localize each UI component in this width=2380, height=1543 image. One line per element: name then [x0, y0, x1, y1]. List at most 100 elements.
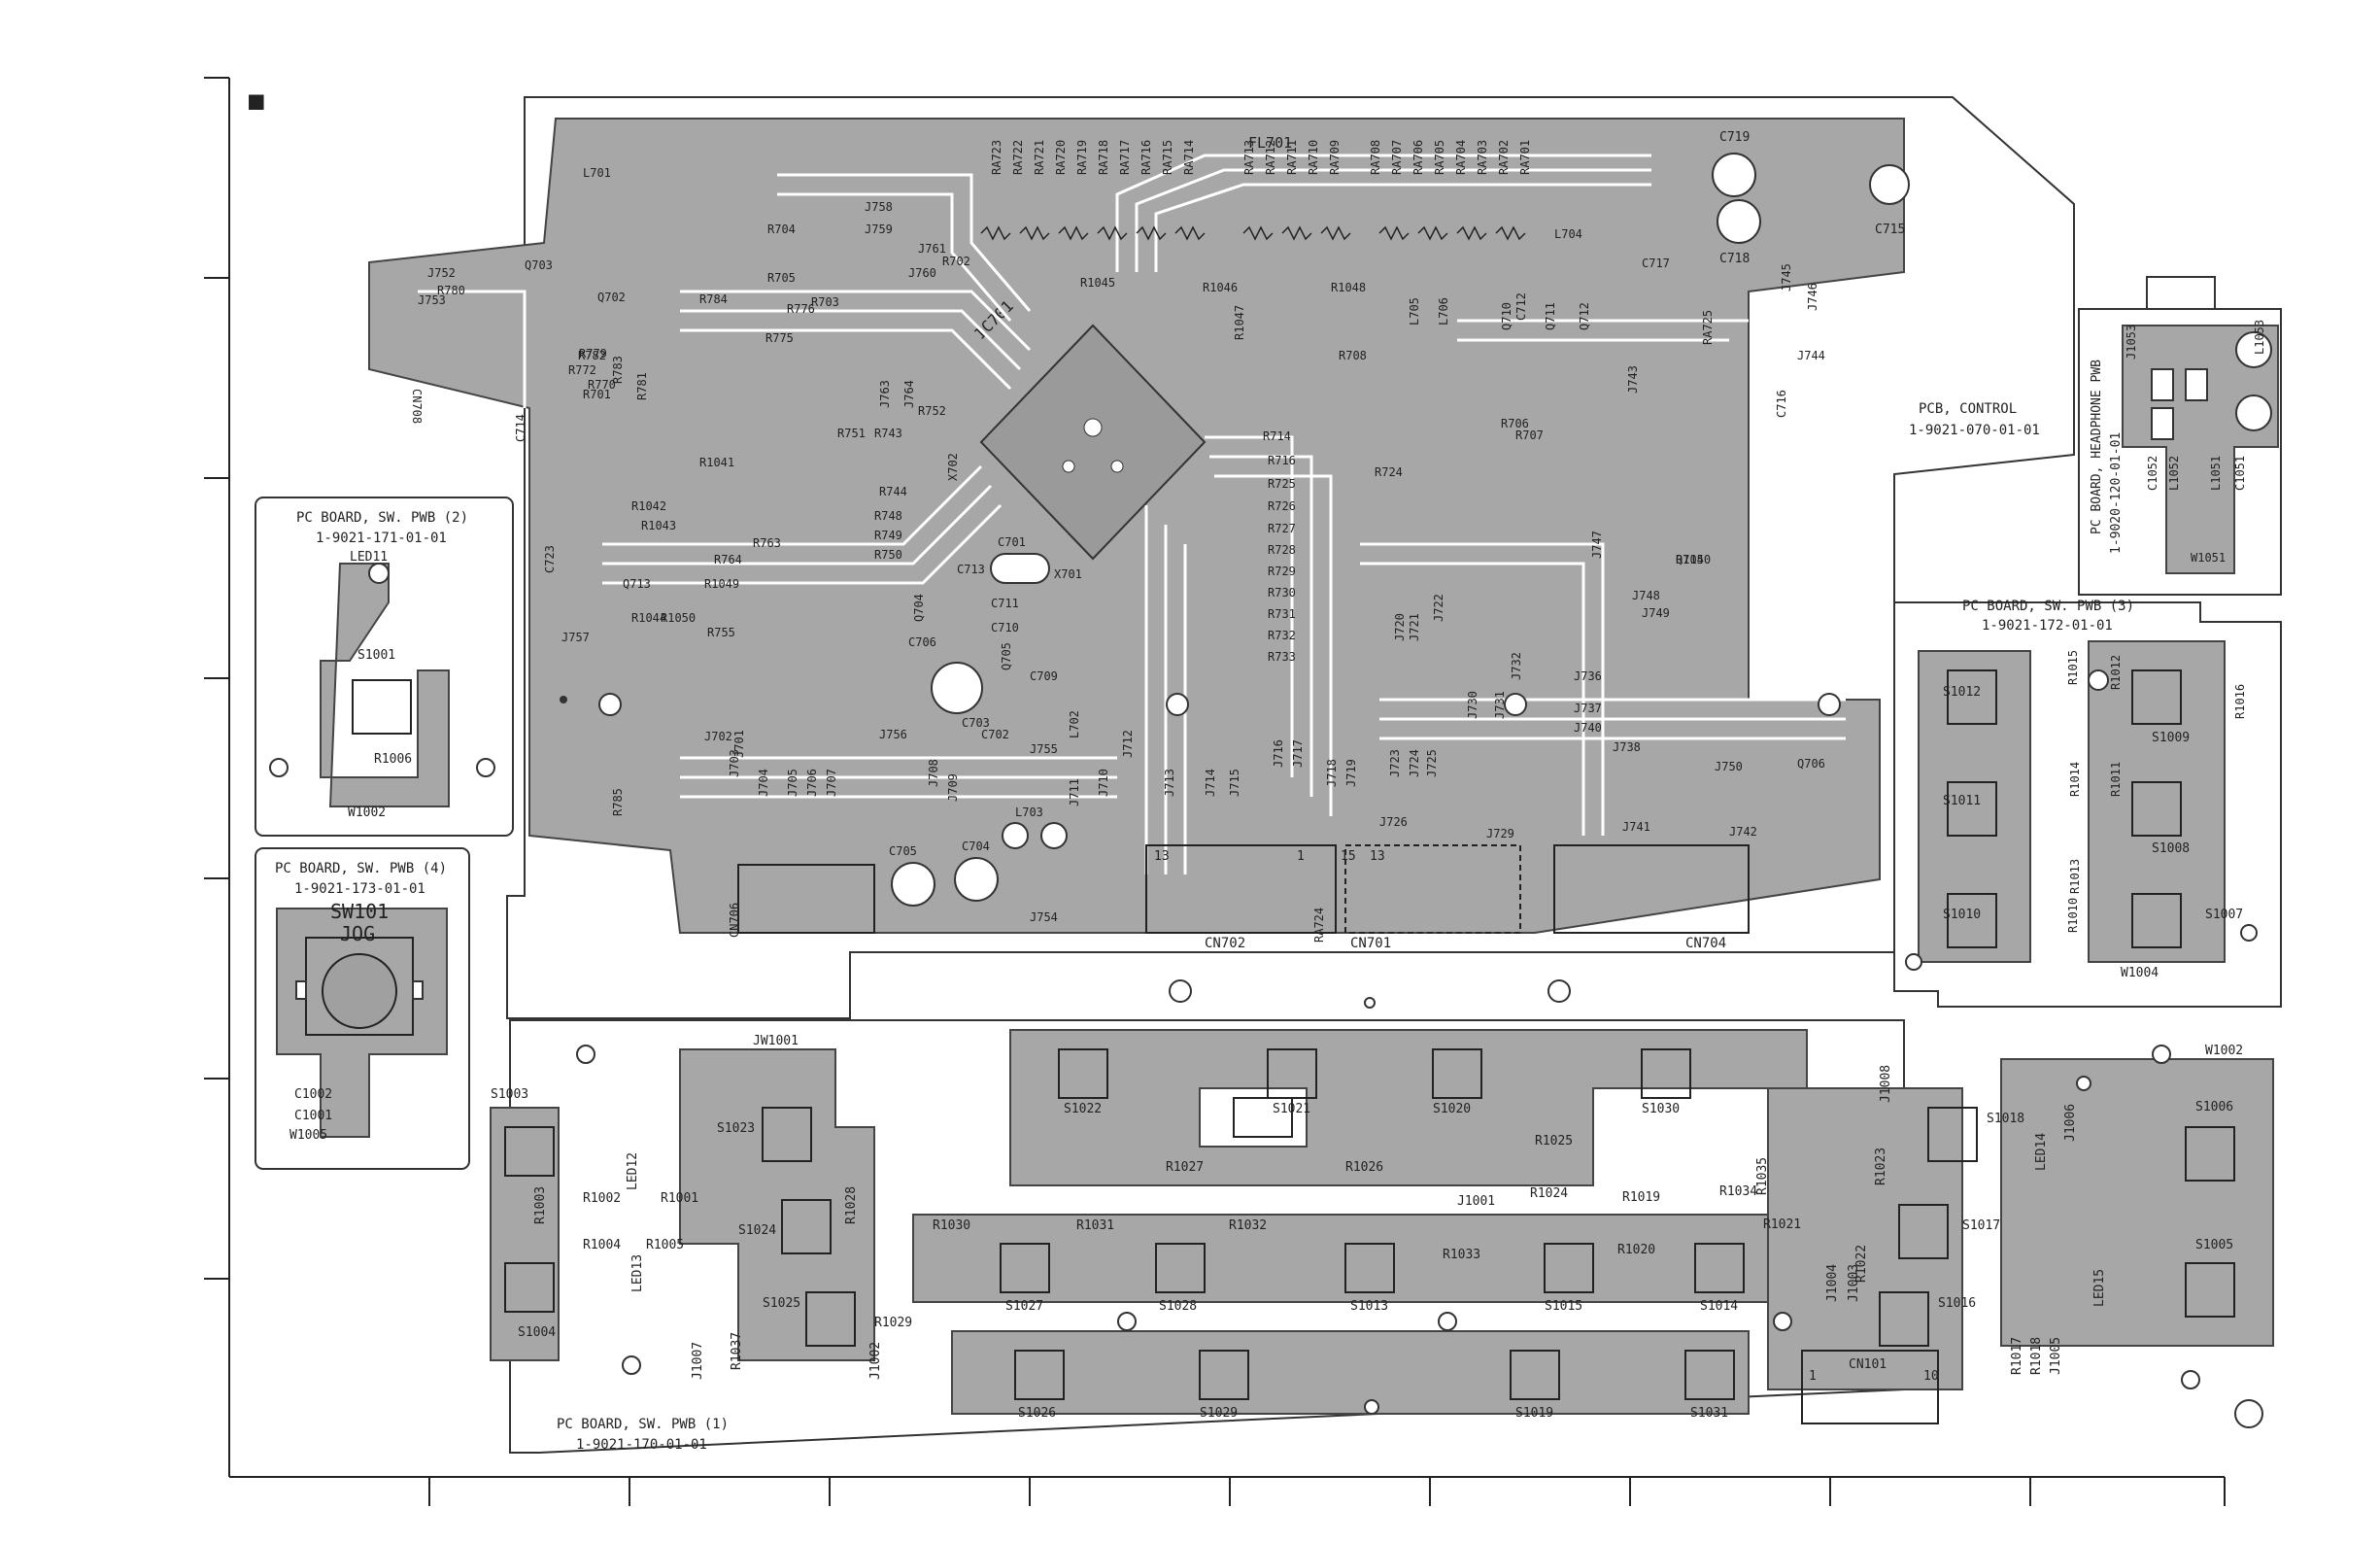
- svg-text:R1014: R1014: [2068, 762, 2082, 797]
- svg-text:R1019: R1019: [1622, 1190, 1660, 1205]
- svg-text:LED12: LED12: [626, 1152, 640, 1190]
- svg-text:RA704: RA704: [1454, 140, 1468, 175]
- svg-text:J708: J708: [927, 759, 940, 787]
- svg-text:RA712: RA712: [1264, 140, 1277, 175]
- svg-text:R1043: R1043: [641, 519, 676, 532]
- svg-text:R779: R779: [579, 347, 607, 360]
- svg-text:J747: J747: [1590, 531, 1604, 559]
- svg-text:J746: J746: [1806, 283, 1819, 311]
- svg-text:J709: J709: [946, 773, 960, 802]
- svg-text:J716: J716: [1272, 739, 1285, 768]
- svg-text:J1007: J1007: [691, 1342, 705, 1380]
- svg-text:S1020: S1020: [1433, 1102, 1471, 1116]
- svg-text:Q704: Q704: [912, 594, 926, 622]
- svg-text:C715: C715: [1875, 223, 1905, 237]
- svg-text:J748: J748: [1632, 589, 1660, 602]
- svg-text:RA716: RA716: [1139, 140, 1153, 175]
- svg-text:C712: C712: [1514, 292, 1528, 321]
- svg-text:R1023: R1023: [1874, 1148, 1888, 1185]
- svg-text:RA718: RA718: [1097, 140, 1110, 175]
- svg-text:LED14: LED14: [2034, 1133, 2049, 1171]
- svg-text:W1004: W1004: [2121, 966, 2159, 980]
- svg-text:J731: J731: [1493, 691, 1507, 719]
- svg-text:R727: R727: [1268, 522, 1296, 535]
- svg-text:S1028: S1028: [1159, 1299, 1197, 1314]
- svg-text:Q711: Q711: [1544, 302, 1557, 330]
- svg-text:C703: C703: [962, 716, 990, 730]
- svg-text:R752: R752: [918, 404, 946, 418]
- svg-text:R1041: R1041: [699, 456, 734, 469]
- hp-board-part: 1-9020-120-01-01: [2109, 432, 2124, 554]
- svg-text:R750: R750: [874, 548, 902, 562]
- svg-text:J737: J737: [1574, 702, 1602, 715]
- sw4-board: PC BOARD, SW. PWB (4) 1-9021-173-01-01 S…: [255, 847, 470, 1170]
- svg-text:R781: R781: [635, 372, 649, 400]
- svg-text:C718: C718: [1719, 252, 1750, 266]
- svg-text:J752: J752: [427, 266, 456, 280]
- svg-text:R1013: R1013: [2068, 859, 2082, 894]
- ra-resistor-row: [980, 225, 1526, 241]
- svg-text:RA714: RA714: [1182, 140, 1196, 175]
- sw3-board: PC BOARD, SW. PWB (3) 1-9021-172-01-01 S…: [1893, 599, 2282, 1008]
- svg-text:Q710: Q710: [1500, 302, 1513, 330]
- svg-text:J738: J738: [1613, 740, 1641, 754]
- svg-text:S1016: S1016: [1938, 1296, 1976, 1311]
- svg-text:J1006: J1006: [2063, 1104, 2078, 1142]
- cn702-label: CN702: [1205, 936, 1245, 951]
- svg-text:J1008: J1008: [1879, 1065, 1893, 1103]
- svg-text:R1050: R1050: [661, 611, 696, 625]
- svg-text:RA713: RA713: [1242, 140, 1256, 175]
- svg-text:J705: J705: [786, 769, 799, 797]
- svg-text:R730: R730: [1268, 586, 1296, 600]
- svg-text:1: 1: [1809, 1369, 1817, 1384]
- svg-text:Q702: Q702: [597, 291, 626, 304]
- svg-text:R749: R749: [874, 529, 902, 542]
- svg-text:R707: R707: [1515, 429, 1544, 442]
- cn101-label: CN101: [1849, 1357, 1887, 1372]
- svg-text:R775: R775: [765, 331, 794, 345]
- svg-text:R1031: R1031: [1076, 1218, 1114, 1233]
- svg-text:LED13: LED13: [630, 1254, 645, 1292]
- cn706-connector: CN706: [728, 864, 875, 938]
- svg-text:C702: C702: [981, 728, 1009, 741]
- svg-text:R714: R714: [1263, 429, 1291, 443]
- svg-text:J749: J749: [1642, 606, 1670, 620]
- svg-text:R1010: R1010: [2066, 898, 2080, 933]
- svg-text:R1002: R1002: [583, 1191, 621, 1206]
- svg-text:J740: J740: [1574, 721, 1602, 735]
- svg-text:R1004: R1004: [583, 1238, 621, 1252]
- svg-text:RA710: RA710: [1307, 140, 1320, 175]
- svg-text:J754: J754: [1030, 910, 1058, 924]
- svg-text:R755: R755: [707, 626, 735, 639]
- svg-text:RA707: RA707: [1390, 140, 1404, 175]
- jog-title: SW101: [330, 900, 389, 923]
- svg-text:R776: R776: [787, 302, 815, 316]
- svg-text:L706: L706: [1437, 297, 1450, 326]
- svg-text:RA711: RA711: [1285, 140, 1299, 175]
- cn708-label: CN708: [410, 389, 424, 424]
- svg-text:C1052: C1052: [2146, 456, 2159, 491]
- svg-text:R1044: R1044: [631, 611, 666, 625]
- svg-text:X701: X701: [1054, 567, 1082, 581]
- control-board-part: 1-9021-070-01-01: [1909, 423, 2040, 438]
- svg-text:R1027: R1027: [1166, 1160, 1204, 1175]
- svg-text:R784: R784: [699, 292, 728, 306]
- svg-text:R706: R706: [1501, 417, 1529, 430]
- cn704-connector: CN704: [1553, 844, 1750, 951]
- sw2-board-part: 1-9021-171-01-01: [316, 531, 447, 546]
- svg-text:R748: R748: [874, 509, 902, 523]
- svg-text:S1029: S1029: [1200, 1406, 1238, 1421]
- control-board-name: PCB, CONTROL: [1919, 401, 2017, 417]
- svg-text:S1014: S1014: [1700, 1299, 1738, 1314]
- svg-text:R744: R744: [879, 485, 907, 498]
- svg-text:S1017: S1017: [1962, 1218, 2000, 1233]
- svg-text:R1001: R1001: [661, 1191, 698, 1206]
- svg-text:RA702: RA702: [1497, 140, 1511, 175]
- svg-text:S1008: S1008: [2152, 841, 2190, 856]
- svg-text:J722: J722: [1432, 594, 1445, 622]
- svg-text:J760: J760: [908, 266, 936, 280]
- svg-text:J718: J718: [1325, 759, 1339, 787]
- svg-text:C711: C711: [991, 597, 1019, 610]
- hp-board-name: PC BOARD, HEADPHONE PWB: [2090, 360, 2104, 534]
- caps-bottom: C705 C704 C703: [889, 662, 1068, 907]
